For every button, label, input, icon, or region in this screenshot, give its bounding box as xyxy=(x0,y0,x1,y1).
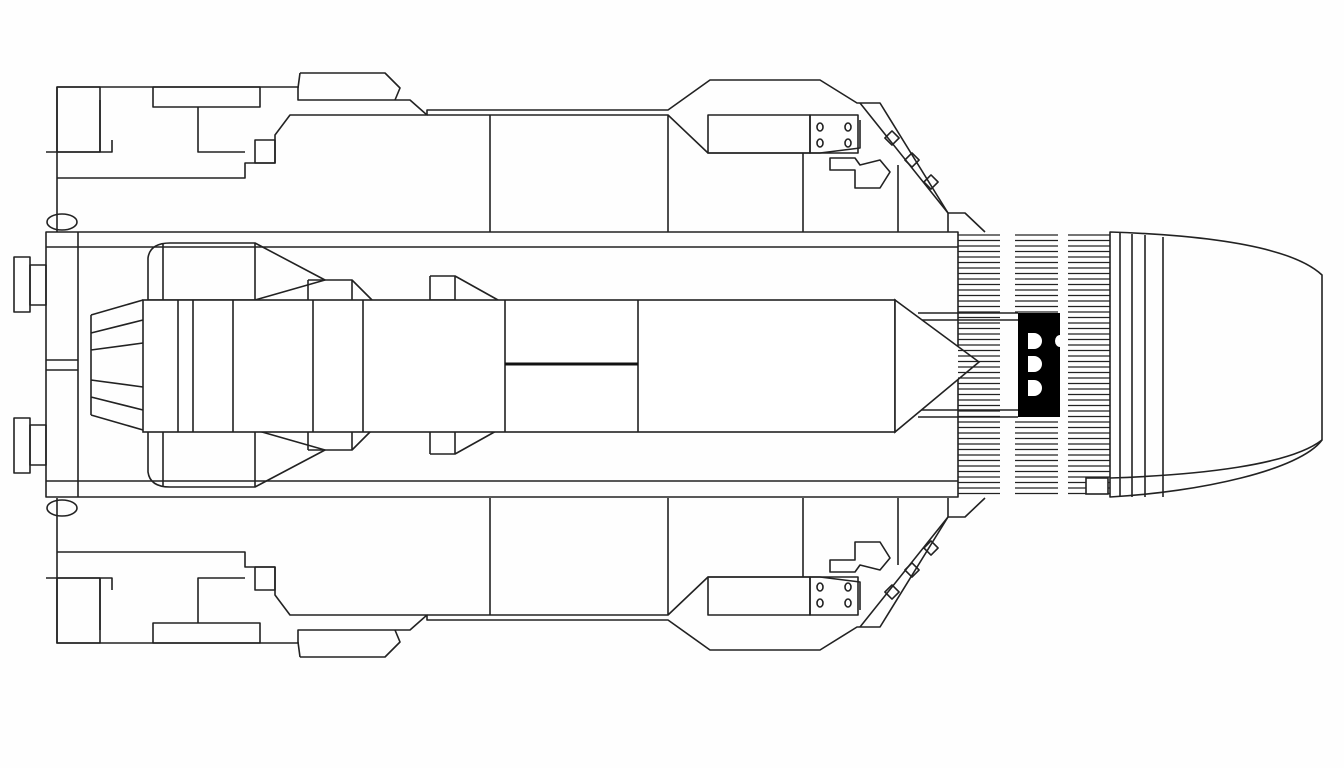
wing-joint xyxy=(254,139,276,164)
upper-half-structure xyxy=(13,72,1018,365)
bolt-icon xyxy=(816,122,824,132)
rail-lines xyxy=(46,232,958,497)
pod-coupling xyxy=(307,279,373,301)
fuselage-sections xyxy=(177,300,639,432)
bolt-icon xyxy=(816,138,824,148)
side-pod xyxy=(147,242,326,301)
wing-detail xyxy=(46,100,113,153)
sensor-block xyxy=(829,157,891,189)
panel-cutouts xyxy=(1028,333,1060,396)
coupling xyxy=(429,275,499,301)
grille xyxy=(958,234,1110,495)
wing-block xyxy=(56,86,101,153)
central-fuselage xyxy=(142,299,896,433)
wing-panel xyxy=(152,86,261,108)
engine-grill xyxy=(90,299,144,365)
bolt-icon xyxy=(844,122,852,132)
upper-left-wing xyxy=(56,86,428,232)
wing-fin xyxy=(297,72,401,101)
small-hatch xyxy=(1085,477,1109,495)
nose-lines xyxy=(1109,233,1323,497)
nose-cone xyxy=(1109,231,1323,498)
wing-detail xyxy=(197,107,245,153)
hatch xyxy=(707,114,811,154)
thruster xyxy=(13,256,31,313)
panel-lines xyxy=(427,102,949,232)
stud-icon xyxy=(923,174,939,190)
nose-strut xyxy=(918,312,1018,321)
thruster-nozzle xyxy=(29,264,47,306)
bolt-icon xyxy=(844,138,852,148)
stud-icon xyxy=(904,152,920,168)
stud-icon xyxy=(884,130,900,146)
fuselage-nose xyxy=(894,298,981,434)
vent-block xyxy=(809,114,859,154)
upper-hull-panel xyxy=(426,79,986,233)
light-pod xyxy=(46,213,78,231)
